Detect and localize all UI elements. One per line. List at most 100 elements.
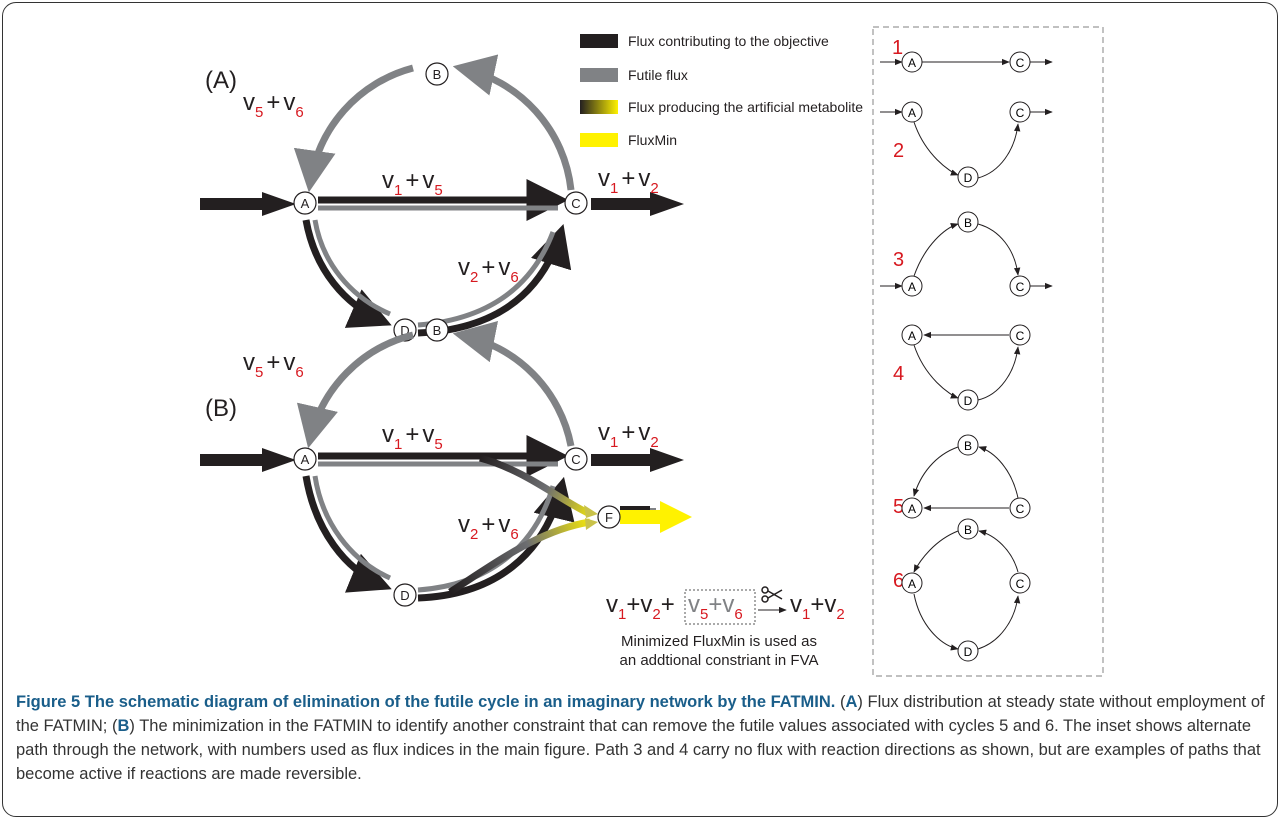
- node-c-b: C: [564, 447, 588, 471]
- inset-path-1: 1 A C: [880, 37, 1053, 73]
- svg-text:Flux producing the artificial: Flux producing the artificial metabolite: [628, 99, 863, 115]
- svg-text:D: D: [964, 171, 973, 185]
- futile-b-to-a-b: [296, 331, 414, 449]
- svg-text:3: 3: [893, 249, 904, 271]
- legend-item-artificial: Flux producing the artificial metabolite: [580, 99, 863, 115]
- svg-text:B: B: [964, 523, 972, 537]
- outflow-arrow-a: [591, 192, 684, 216]
- futile-a-to-d-b: [312, 475, 392, 581]
- inset-path-5: 5 A B C: [893, 434, 1031, 519]
- svg-text:v5+v6: v5+v6: [243, 89, 304, 121]
- inflow-arrow-a: [200, 192, 296, 216]
- svg-text:C: C: [1016, 56, 1025, 70]
- inset-node-a: A: [901, 275, 923, 297]
- artificial-arrowhead-1: [584, 505, 598, 518]
- svg-text:A: A: [908, 56, 916, 70]
- svg-text:C: C: [571, 196, 580, 211]
- svg-text:A: A: [908, 106, 916, 120]
- futile-c-to-b-a: [452, 54, 575, 191]
- svg-text:v1+v2: v1+v2: [598, 419, 659, 451]
- artificial-arrowhead-2: [585, 518, 598, 530]
- svg-text:C: C: [1016, 106, 1025, 120]
- scissors-icon: [761, 586, 783, 603]
- inset-path-4: 4 A C D: [893, 324, 1031, 411]
- minimized-note-line1: Minimized FluxMin is used as: [621, 633, 817, 650]
- fluxmin-dark-band: [620, 506, 650, 510]
- svg-text:v5+v6: v5+v6: [688, 591, 743, 623]
- svg-text:v5+v6: v5+v6: [243, 349, 304, 381]
- futile-b-to-a-a: [293, 64, 414, 193]
- svg-text:6: 6: [893, 570, 904, 592]
- inset-border: [872, 26, 1104, 677]
- inset-node-b: B: [957, 518, 979, 540]
- svg-text:A: A: [301, 452, 310, 467]
- panel-b-label: (B): [205, 395, 237, 422]
- caption-letter-b: B: [117, 717, 130, 735]
- node-d-b: D: [393, 583, 417, 607]
- inset-node-c: C: [1009, 51, 1031, 73]
- legend: Flux contributing to the objective Futil…: [580, 33, 863, 148]
- svg-text:A: A: [908, 280, 916, 294]
- inflow-arrow-b: [200, 448, 296, 472]
- formula-v1-v5-b: v1+v5: [382, 421, 443, 453]
- svg-text:v1+v2+: v1+v2+: [606, 591, 675, 623]
- fluxmin-arrow: [620, 501, 692, 533]
- svg-text:B: B: [433, 323, 442, 338]
- panel-a: (A) A B C D v5+v6 v1+v5 v1+v2 v2+v: [200, 54, 684, 342]
- svg-text:A: A: [908, 502, 916, 516]
- svg-text:v2+v6: v2+v6: [458, 511, 519, 543]
- panel-b: (B) A B C D F v5+v6: [200, 318, 845, 669]
- flux-d-to-c-b: [417, 476, 575, 602]
- node-f-b: F: [597, 505, 621, 529]
- inset-node-a: A: [901, 324, 923, 346]
- flux-a-to-d-b: [302, 475, 392, 593]
- node-b-a: B: [425, 62, 449, 86]
- svg-text:D: D: [964, 645, 973, 659]
- outflow-arrow-b: [591, 448, 684, 472]
- inset-node-c: C: [1009, 101, 1031, 123]
- legend-item-objective: Flux contributing to the objective: [580, 33, 829, 49]
- inset-node-b: B: [957, 434, 979, 456]
- svg-text:D: D: [400, 588, 409, 603]
- svg-text:D: D: [400, 323, 409, 338]
- formula-v1-v5-a: v1+v5: [382, 167, 443, 199]
- inset-node-a: A: [901, 497, 923, 519]
- inset-node-c: C: [1009, 497, 1031, 519]
- panel-a-label: (A): [205, 67, 237, 94]
- node-c-a: C: [564, 191, 588, 215]
- svg-text:v1+v2: v1+v2: [598, 165, 659, 197]
- svg-text:A: A: [908, 577, 916, 591]
- fluxmin-equation: v1+v2+ v5+v6 v1+v2: [606, 589, 845, 625]
- inset-node-c: C: [1009, 275, 1031, 297]
- caption-title: The schematic diagram of elimination of …: [84, 693, 836, 711]
- svg-text:Futile flux: Futile flux: [628, 67, 688, 83]
- svg-text:FluxMin: FluxMin: [628, 132, 677, 148]
- svg-text:D: D: [964, 394, 973, 408]
- artificial-flux-from-dc: [448, 518, 591, 595]
- inset-path-6: 6 A B C D: [893, 518, 1031, 662]
- formula-v2-v6-b: v2+v6: [458, 511, 519, 543]
- svg-text:C: C: [1016, 280, 1025, 294]
- inset-node-b: B: [957, 211, 979, 233]
- svg-text:A: A: [301, 196, 310, 211]
- svg-text:C: C: [1016, 577, 1025, 591]
- inset-node-a: A: [901, 572, 923, 594]
- node-b-b: B: [425, 318, 449, 342]
- inset-node-c: C: [1009, 572, 1031, 594]
- svg-text:F: F: [605, 510, 613, 525]
- caption-text-b: The minimization in the FATMIN to identi…: [16, 717, 1261, 783]
- inset-node-d: D: [957, 640, 979, 662]
- svg-text:v1+v5: v1+v5: [382, 421, 443, 453]
- futile-c-to-b-b: [452, 321, 575, 447]
- svg-text:B: B: [964, 216, 972, 230]
- flux-d-to-c-a: [417, 223, 572, 337]
- svg-text:v1+v2: v1+v2: [790, 591, 845, 623]
- svg-text:v1+v5: v1+v5: [382, 167, 443, 199]
- caption-number: Figure 5: [16, 693, 81, 711]
- formula-v2-v6-a: v2+v6: [458, 254, 519, 286]
- inset-node-a: A: [901, 51, 923, 73]
- svg-text:5: 5: [893, 496, 904, 518]
- svg-text:4: 4: [893, 363, 904, 385]
- svg-text:B: B: [433, 67, 442, 82]
- svg-text:A: A: [908, 329, 916, 343]
